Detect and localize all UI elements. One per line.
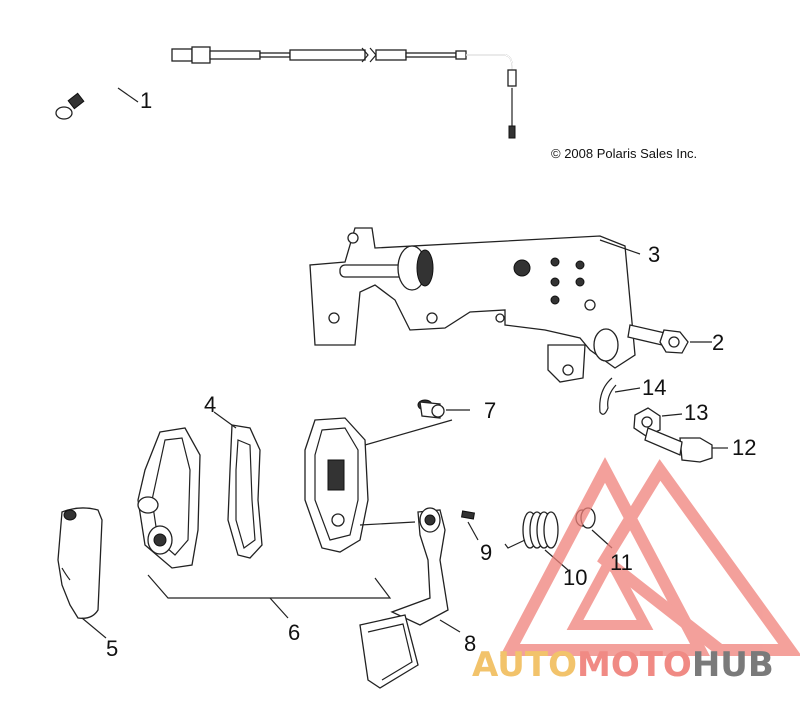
assembly-bracket-line: [147, 574, 392, 619]
callout-4: 4: [204, 392, 216, 417]
nut-icon: [633, 407, 683, 437]
copyright-text: © 2008 Polaris Sales Inc.: [551, 146, 697, 161]
callout-2: 2: [712, 330, 724, 355]
callout-8: 8: [464, 631, 476, 656]
cover-icon: [57, 507, 107, 639]
bolt-icon-12: [644, 427, 728, 463]
callout-7: 7: [484, 398, 496, 423]
callout-14: 14: [642, 375, 666, 400]
callout-1: 1: [140, 88, 152, 113]
watermark-logo-icon: [500, 457, 800, 656]
gasket-icon: [213, 411, 263, 559]
callout-3: 3: [648, 242, 660, 267]
watermark-part-moto: MOTO: [577, 645, 692, 685]
bolt-icon-7: [364, 399, 470, 446]
callout-11: 11: [610, 550, 633, 575]
callout-10: 10: [563, 565, 587, 590]
callout-6: 6: [288, 620, 300, 645]
hairpin-clip-icon: [599, 377, 641, 415]
callout-12: 12: [732, 435, 756, 460]
bolt-icon: [627, 324, 712, 354]
callout-9: 9: [480, 540, 492, 565]
callout-5: 5: [106, 636, 118, 661]
watermark-part-auto: AUTO: [472, 645, 577, 685]
watermark-part-hub: HUB: [692, 645, 774, 685]
throttle-cable-icon: [55, 46, 517, 139]
callout-13: 13: [684, 400, 708, 425]
pedal-housing-left-icon: [137, 427, 201, 569]
watermark-wordmark: AUTOMOTOHUB: [472, 645, 774, 685]
pin-icon: [460, 510, 479, 541]
pedal-housing-right-icon: [304, 417, 416, 553]
torsion-spring-icon: [504, 511, 569, 571]
pedal-arm-icon: [359, 507, 461, 689]
mounting-bracket-icon: [309, 227, 641, 383]
